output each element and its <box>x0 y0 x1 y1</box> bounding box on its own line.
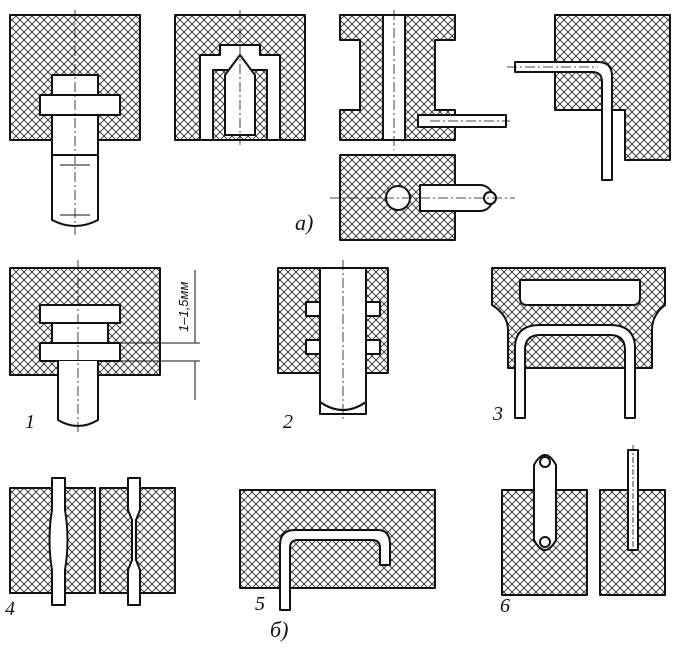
figure-a4 <box>507 14 671 181</box>
group-a-label: а) <box>295 210 313 235</box>
figure-a2 <box>174 10 306 145</box>
dimension-label: 1–1,5мм <box>176 282 191 332</box>
figure-a3-plan <box>330 154 515 241</box>
group-b-label: б) <box>270 617 288 642</box>
figure-6-number: 6 <box>500 595 510 617</box>
figure-5 <box>239 489 436 611</box>
figure-2 <box>277 260 389 420</box>
figure-a1 <box>9 10 141 235</box>
figure-4-number: 4 <box>5 598 15 620</box>
figure-a3 <box>339 10 510 150</box>
figure-1-number: 1 <box>25 411 35 433</box>
figure-1 <box>9 260 200 435</box>
figure-2-number: 2 <box>283 411 293 433</box>
figure-4 <box>9 477 176 606</box>
figure-3 <box>491 267 666 419</box>
figure-5-number: 5 <box>255 593 265 615</box>
figure-6 <box>501 445 666 596</box>
figure-3-number: 3 <box>492 403 503 425</box>
